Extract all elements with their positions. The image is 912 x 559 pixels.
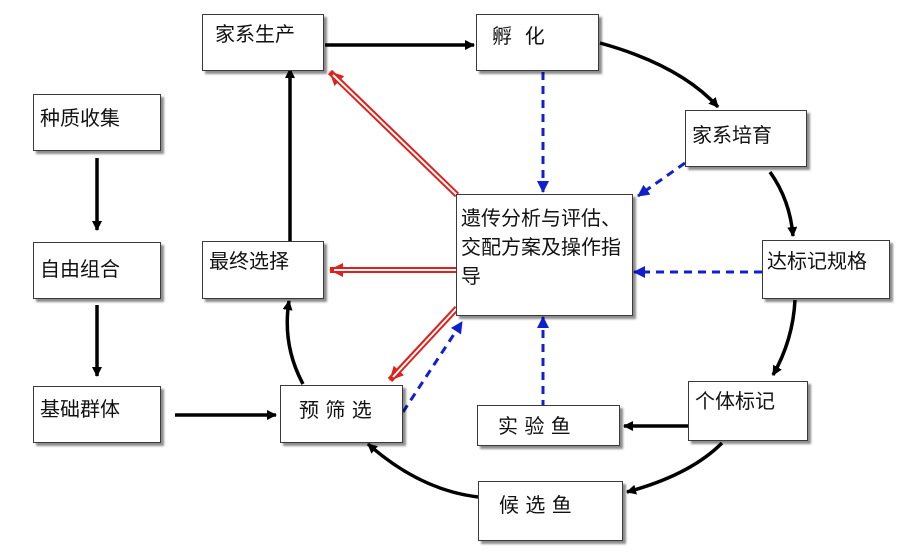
data-arrow-rearing-to-center (637, 161, 686, 198)
node-genetic-analysis-center: 遗传分析与评估、交配方案及操作指导 (456, 194, 633, 316)
data-arrow-prescreen-to-center (401, 321, 464, 413)
center-label: 遗传分析与评估、交配方案及操作指导 (461, 206, 621, 288)
node-label: 预 筛 选 (299, 398, 372, 422)
arrow-hatching-to-rearing (599, 41, 720, 109)
node-label: 自由组合 (40, 257, 120, 281)
node-label: 家系培育 (692, 123, 772, 147)
node-label: 基础群体 (40, 397, 120, 421)
node-label: 实 验 鱼 (498, 414, 571, 438)
node-label: 家系生产 (215, 22, 295, 46)
node-experimental-fish: 实 验 鱼 (477, 405, 620, 446)
node-free-combination: 自由组合 (33, 242, 161, 299)
node-label: 孵 化 (492, 24, 545, 48)
arrow-rearing-to-tagging-size (768, 170, 798, 237)
node-reach-tagging-size: 达标记规格 (762, 240, 890, 299)
arrow-tagging-size-to-individual (771, 299, 797, 376)
arrow-prescreen-to-final (282, 300, 305, 385)
node-family-rearing: 家系培育 (685, 110, 807, 167)
node-label: 种质收集 (40, 106, 120, 130)
node-hatching: 孵 化 (476, 14, 599, 71)
arrow-candidate-to-prescreen (366, 442, 479, 499)
node-family-production: 家系生产 (202, 14, 324, 71)
arrow-individual-to-candidate (626, 441, 724, 495)
node-candidate-fish: 候 选 鱼 (478, 481, 623, 541)
node-label: 达标记规格 (767, 249, 867, 273)
node-individual-tagging: 个体标记 (688, 381, 808, 441)
node-base-population: 基础群体 (33, 386, 161, 443)
node-final-selection: 最终选择 (202, 241, 324, 299)
node-label: 个体标记 (695, 389, 775, 413)
node-germplasm-collection: 种质收集 (33, 94, 161, 151)
node-label: 候 选 鱼 (499, 493, 572, 517)
node-pre-screening: 预 筛 选 (280, 385, 403, 443)
node-label: 最终选择 (209, 249, 289, 273)
